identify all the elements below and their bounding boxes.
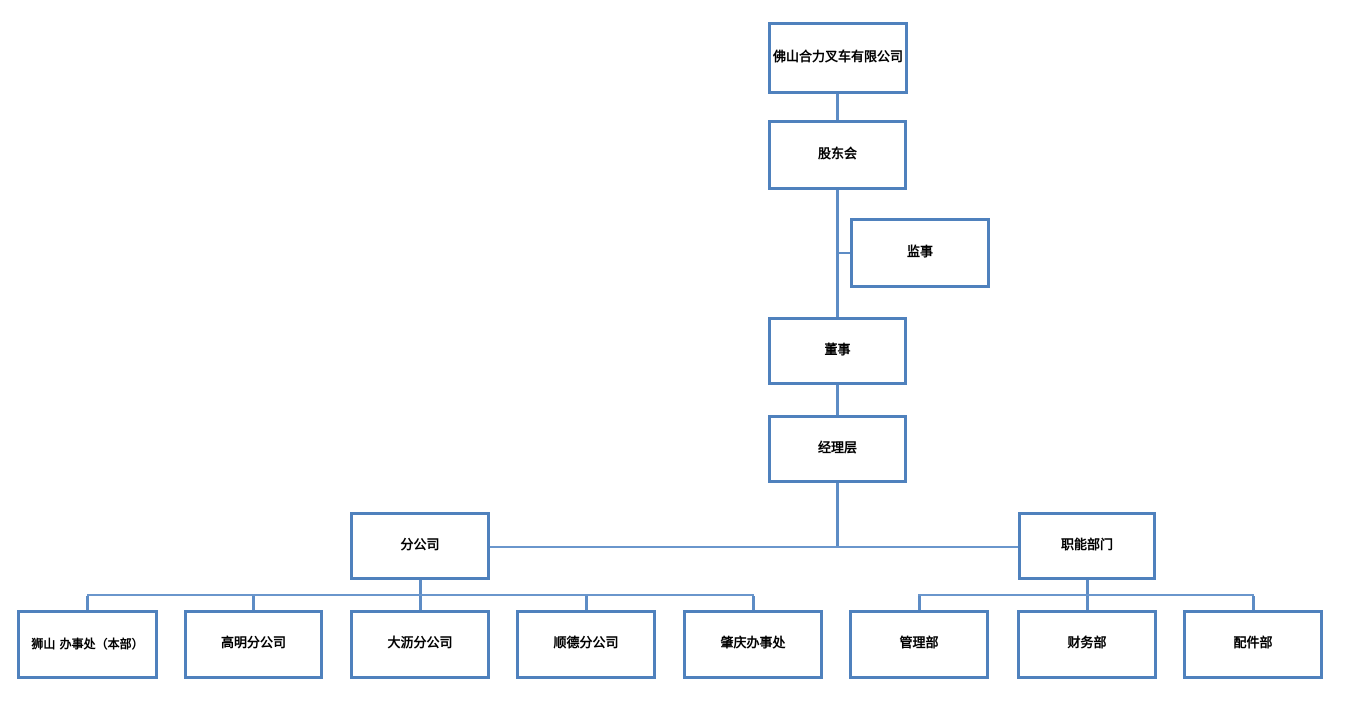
org-node-company: 佛山合力叉车有限公司 [768,22,908,94]
org-node-shunde: 顺德分公司 [516,610,656,679]
connector-drop-parts [1252,596,1255,610]
connector-management-drop [836,483,839,548]
connector-company-shareholders [836,94,839,120]
connector-mid-rail [490,546,1018,548]
org-node-director: 董事 [768,317,907,385]
org-node-shareholders: 股东会 [768,120,907,190]
connector-branches-drop [419,580,422,596]
connector-supervisor-branch [838,252,850,254]
connector-drop-shunde [585,596,588,610]
org-node-shishan: 狮山 办事处（本部） [17,610,158,679]
connector-director-management [836,385,839,415]
connector-drop-shishan [86,596,89,610]
org-node-parts: 配件部 [1183,610,1323,679]
connector-shareholders-director [836,190,839,317]
connector-drop-gaoming [252,596,255,610]
org-node-branches: 分公司 [350,512,490,580]
org-node-finance: 财务部 [1017,610,1157,679]
connector-functional-drop [1086,580,1089,596]
connector-right-rail [918,594,1254,596]
org-node-zhaoqing: 肇庆办事处 [683,610,823,679]
org-node-functional: 职能部门 [1018,512,1156,580]
connector-left-rail [87,594,754,596]
connector-drop-dali [419,596,422,610]
org-node-gaoming: 高明分公司 [184,610,323,679]
org-node-supervisor: 监事 [850,218,990,288]
org-node-dali: 大沥分公司 [350,610,490,679]
connector-drop-finance [1086,596,1089,610]
org-node-admin: 管理部 [849,610,989,679]
org-node-management: 经理层 [768,415,907,483]
connector-drop-admin [918,596,921,610]
connector-drop-zhaoqing [752,596,755,610]
